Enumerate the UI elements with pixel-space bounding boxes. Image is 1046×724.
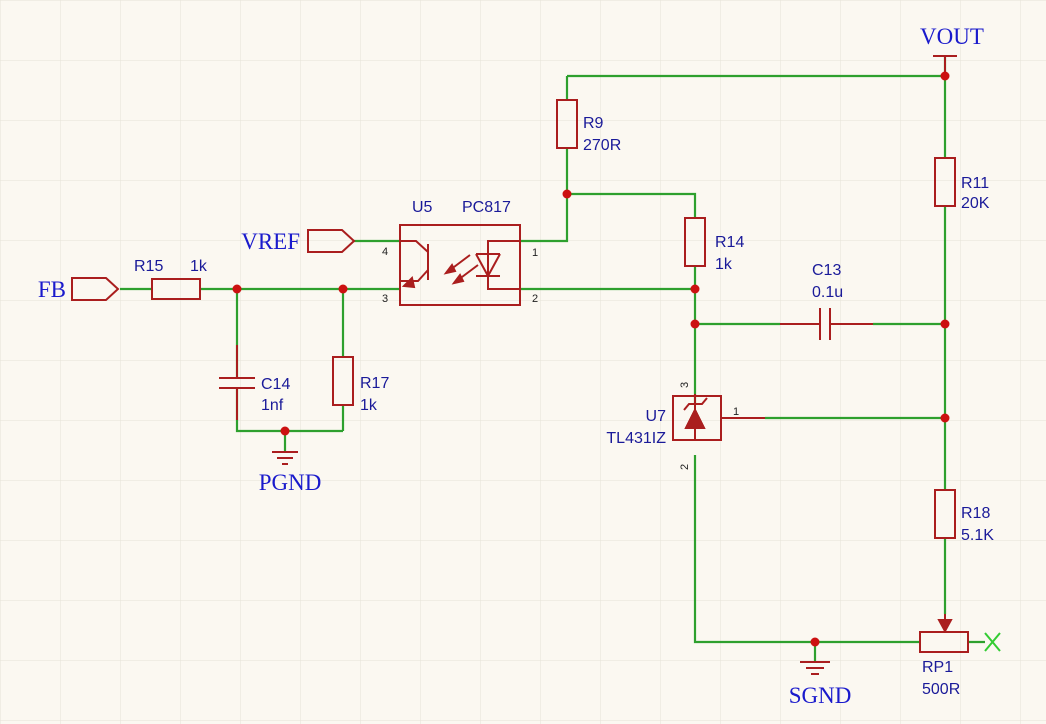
potentiometer-rp1: RP1 500R — [919, 614, 969, 698]
r15-value: 1k — [190, 258, 208, 275]
c14-designator: C14 — [261, 376, 290, 393]
vout-port: VOUT — [920, 24, 984, 76]
u5-pin-3: 3 — [382, 293, 388, 305]
r9-designator: R9 — [583, 115, 604, 132]
r11-designator: R11 — [961, 175, 989, 192]
u7-pin-2: 2 — [679, 464, 691, 470]
junction-dot — [232, 284, 242, 294]
capacitor-c14: C14 1nf — [219, 345, 290, 420]
junction-dot — [562, 189, 572, 199]
junction-dot — [280, 426, 290, 436]
resistor-r15: R15 1k — [134, 258, 208, 300]
r15-designator: R15 — [134, 258, 163, 275]
resistor-r11: R11 20K — [934, 157, 990, 212]
u5-pin-4: 4 — [382, 246, 388, 258]
r14-value: 1k — [715, 256, 733, 273]
u5-designator: U5 — [412, 199, 433, 216]
fb-port: FB — [38, 277, 120, 302]
r14-designator: R14 — [715, 234, 744, 251]
pgnd-symbol: PGND — [259, 451, 322, 495]
optocoupler-u5: 4 3 1 2 U5 PC817 — [382, 199, 538, 306]
wire-r9-to-r14 — [567, 192, 697, 218]
u5-pin-1: 1 — [532, 247, 538, 259]
vref-label: VREF — [241, 229, 300, 254]
r17-value: 1k — [360, 397, 378, 414]
shunt-regulator-u7: 3 2 1 U7 TL431IZ — [606, 382, 765, 470]
junction-dot — [690, 319, 700, 329]
capacitor-c13: C13 0.1u — [780, 262, 873, 340]
fb-label: FB — [38, 277, 66, 302]
u5-pin-2: 2 — [532, 293, 538, 305]
rp1-value: 500R — [922, 681, 960, 698]
rp1-designator: RP1 — [922, 659, 953, 676]
wire-r9-bottom — [520, 148, 569, 243]
junction-dot — [940, 71, 950, 81]
junction-dot — [338, 284, 348, 294]
no-connect-marker — [984, 632, 1001, 652]
junctions — [232, 71, 950, 647]
c14-value: 1nf — [261, 397, 284, 414]
c13-value: 0.1u — [812, 284, 843, 301]
vref-port: VREF — [241, 229, 356, 254]
wires — [120, 56, 985, 662]
sgnd-symbol: SGND — [789, 661, 852, 708]
u7-pin-3: 3 — [679, 382, 691, 388]
vout-label: VOUT — [920, 24, 984, 49]
r18-designator: R18 — [961, 505, 990, 522]
c13-designator: C13 — [812, 262, 841, 279]
resistor-r14: R14 1k — [684, 217, 744, 273]
junction-dot — [940, 413, 950, 423]
wire-sgnd-rail — [693, 455, 920, 644]
resistor-r9: R9 270R — [556, 99, 621, 154]
u7-designator: U7 — [646, 408, 667, 425]
pgnd-label: PGND — [259, 470, 322, 495]
u7-pin-1: 1 — [733, 406, 739, 418]
u5-value: PC817 — [462, 199, 511, 216]
junction-dot — [940, 319, 950, 329]
junction-dot — [810, 637, 820, 647]
junction-dot — [690, 284, 700, 294]
r17-designator: R17 — [360, 375, 389, 392]
r9-value: 270R — [583, 137, 621, 154]
sgnd-label: SGND — [789, 683, 852, 708]
u7-value: TL431IZ — [606, 430, 666, 447]
resistor-r17: R17 1k — [332, 356, 389, 414]
r18-value: 5.1K — [961, 527, 994, 544]
resistor-r18: R18 5.1K — [934, 489, 994, 544]
r11-value: 20K — [961, 195, 990, 212]
